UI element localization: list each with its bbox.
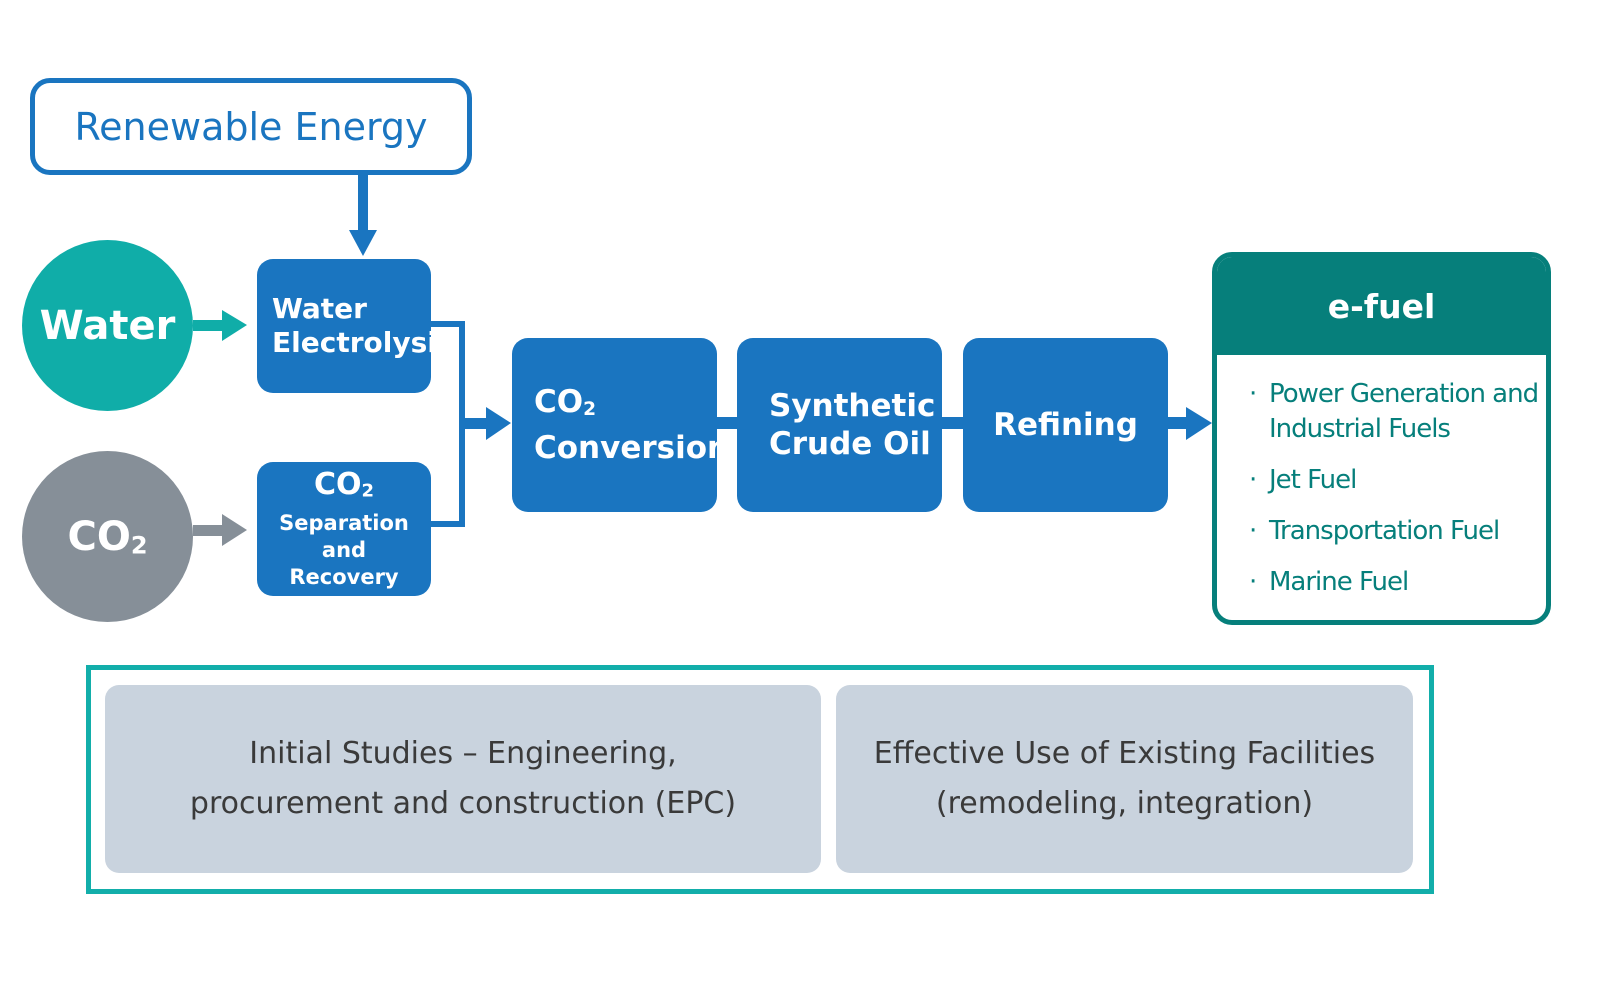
efuel-item-marine: · Marine Fuel (1249, 565, 1538, 600)
connector-2 (941, 417, 964, 429)
service-existing-line-1: Effective Use of Existing Facilities (873, 736, 1376, 771)
connector-1 (716, 417, 738, 429)
bullet-icon: · (1249, 516, 1257, 546)
bullet-icon: · (1249, 465, 1257, 495)
conversion-line-2: Conversion (534, 429, 730, 466)
efuel-item-power: · Power Generation and Industrial Fuels (1249, 379, 1539, 444)
co2-label: CO2 (67, 513, 148, 560)
arrow-down-head (349, 230, 377, 256)
water-arrow-shaft (193, 320, 225, 331)
service-existing-line-2: (remodeling, integration) (935, 786, 1314, 821)
service-panel-existing: Effective Use of Existing Facilities (re… (836, 685, 1413, 873)
electrolysis-line-2: Electrolysis (272, 326, 454, 359)
synthetic-line-2: Crude Oil (769, 426, 931, 462)
merge-arrow-head (486, 407, 511, 440)
co2-arrow-head (222, 514, 247, 546)
efuel-item-jet: · Jet Fuel (1249, 463, 1538, 498)
co2-input-circle: CO2 (22, 451, 193, 622)
co2-conversion-box: CO2 Conversion (512, 338, 729, 512)
refining-arrow-head (1186, 407, 1212, 440)
renewable-energy-label: Renewable Energy (74, 104, 428, 149)
co2-arrow-shaft (193, 525, 225, 536)
renewable-energy-box: Renewable Energy (30, 78, 472, 175)
service-epc-line-1: Initial Studies – Engineering, (249, 736, 677, 771)
synthetic-line-1: Synthetic (769, 388, 936, 424)
water-electrolysis-box: Water Electrolysis (257, 259, 454, 393)
arrow-down-shaft (358, 175, 368, 233)
efuel-title: e-fuel (1327, 286, 1436, 326)
synthetic-crude-oil-box: Synthetic Crude Oil (737, 338, 942, 512)
co2-separation-box: CO2 Separation and Recovery (257, 462, 431, 596)
bullet-icon: · (1249, 379, 1257, 409)
efuel-item-transport: · Transportation Fuel (1249, 514, 1538, 549)
electrolysis-line-1: Water (272, 292, 367, 325)
refining-arrow-shaft (1167, 417, 1189, 429)
refining-box: Refining (963, 338, 1168, 512)
bullet-icon: · (1249, 567, 1257, 597)
efuel-header: e-fuel (1217, 257, 1546, 355)
service-panel-epc: Initial Studies – Engineering, procureme… (105, 685, 821, 873)
efuel-box: e-fuel · Power Generation and Industrial… (1212, 252, 1551, 625)
service-epc-line-2: procurement and construction (EPC) (189, 786, 737, 821)
water-label: Water (39, 302, 176, 349)
services-frame (86, 665, 1434, 894)
separation-line-2: Recovery (289, 564, 399, 589)
water-arrow-head (222, 310, 247, 341)
separation-line-1: Separation and (279, 510, 409, 562)
conversion-line-1: CO2 (534, 384, 597, 421)
separation-title: CO2 (313, 467, 375, 503)
efuel-list: · Power Generation and Industrial Fuels … (1249, 377, 1539, 616)
merge-arrow-shaft (462, 418, 490, 429)
refining-label: Refining (993, 407, 1138, 443)
water-input-circle: Water (22, 240, 193, 411)
